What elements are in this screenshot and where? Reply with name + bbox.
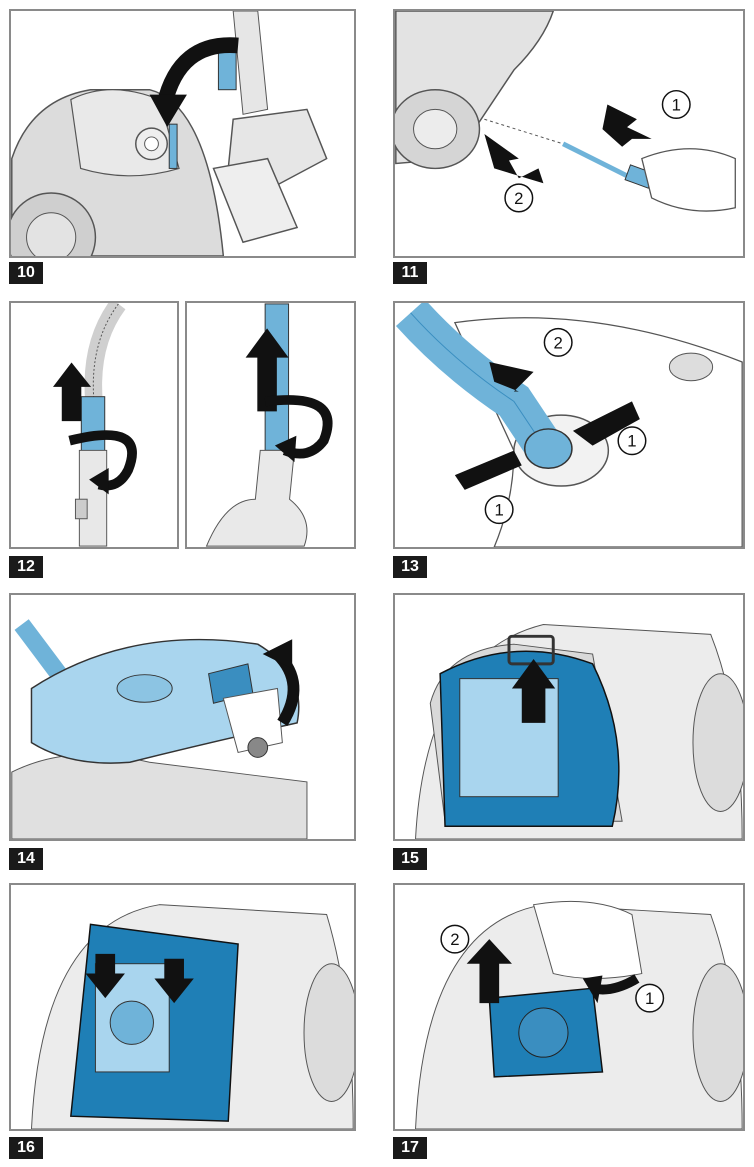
- step-number-badge: 14: [9, 848, 43, 870]
- step-number-badge: 13: [393, 556, 427, 578]
- step-16-panel: [9, 883, 356, 1131]
- step-15-panel: [393, 593, 745, 841]
- callout-2: 2: [554, 333, 563, 352]
- step-number-badge: 16: [9, 1137, 43, 1159]
- step-13-illustration: 2 1 1: [395, 303, 743, 547]
- step-13-panel: 2 1 1: [393, 301, 745, 549]
- step-12a-illustration: [52, 303, 137, 547]
- callout-1: 1: [494, 501, 503, 520]
- step-16-illustration: [30, 904, 354, 1129]
- step-15-illustration: [415, 624, 743, 839]
- callout-2: 2: [450, 930, 459, 949]
- step-number-badge: 15: [393, 848, 427, 870]
- callout-1: 1: [672, 95, 681, 114]
- step-number-badge: 17: [393, 1137, 427, 1159]
- callout-2: 2: [514, 189, 523, 208]
- step-10-panel: [9, 9, 356, 258]
- step-14-panel: [9, 593, 356, 841]
- step-17-illustration: 2 1: [415, 900, 743, 1129]
- step-11-panel: 1 2: [393, 9, 745, 258]
- callout-1: 1: [627, 432, 636, 451]
- step-12b-illustration: [205, 303, 333, 547]
- step-12-panel-a: [9, 301, 179, 549]
- step-10-illustration: [11, 11, 328, 256]
- step-number-badge: 11: [393, 262, 427, 284]
- step-11-illustration: 1 2: [395, 11, 736, 213]
- step-14-illustration: [11, 619, 308, 839]
- step-12-panel-b: [185, 301, 356, 549]
- callout-1: 1: [645, 989, 654, 1008]
- step-number-badge: 10: [9, 262, 43, 284]
- step-number-badge: 12: [9, 556, 43, 578]
- step-17-panel: 2 1: [393, 883, 745, 1131]
